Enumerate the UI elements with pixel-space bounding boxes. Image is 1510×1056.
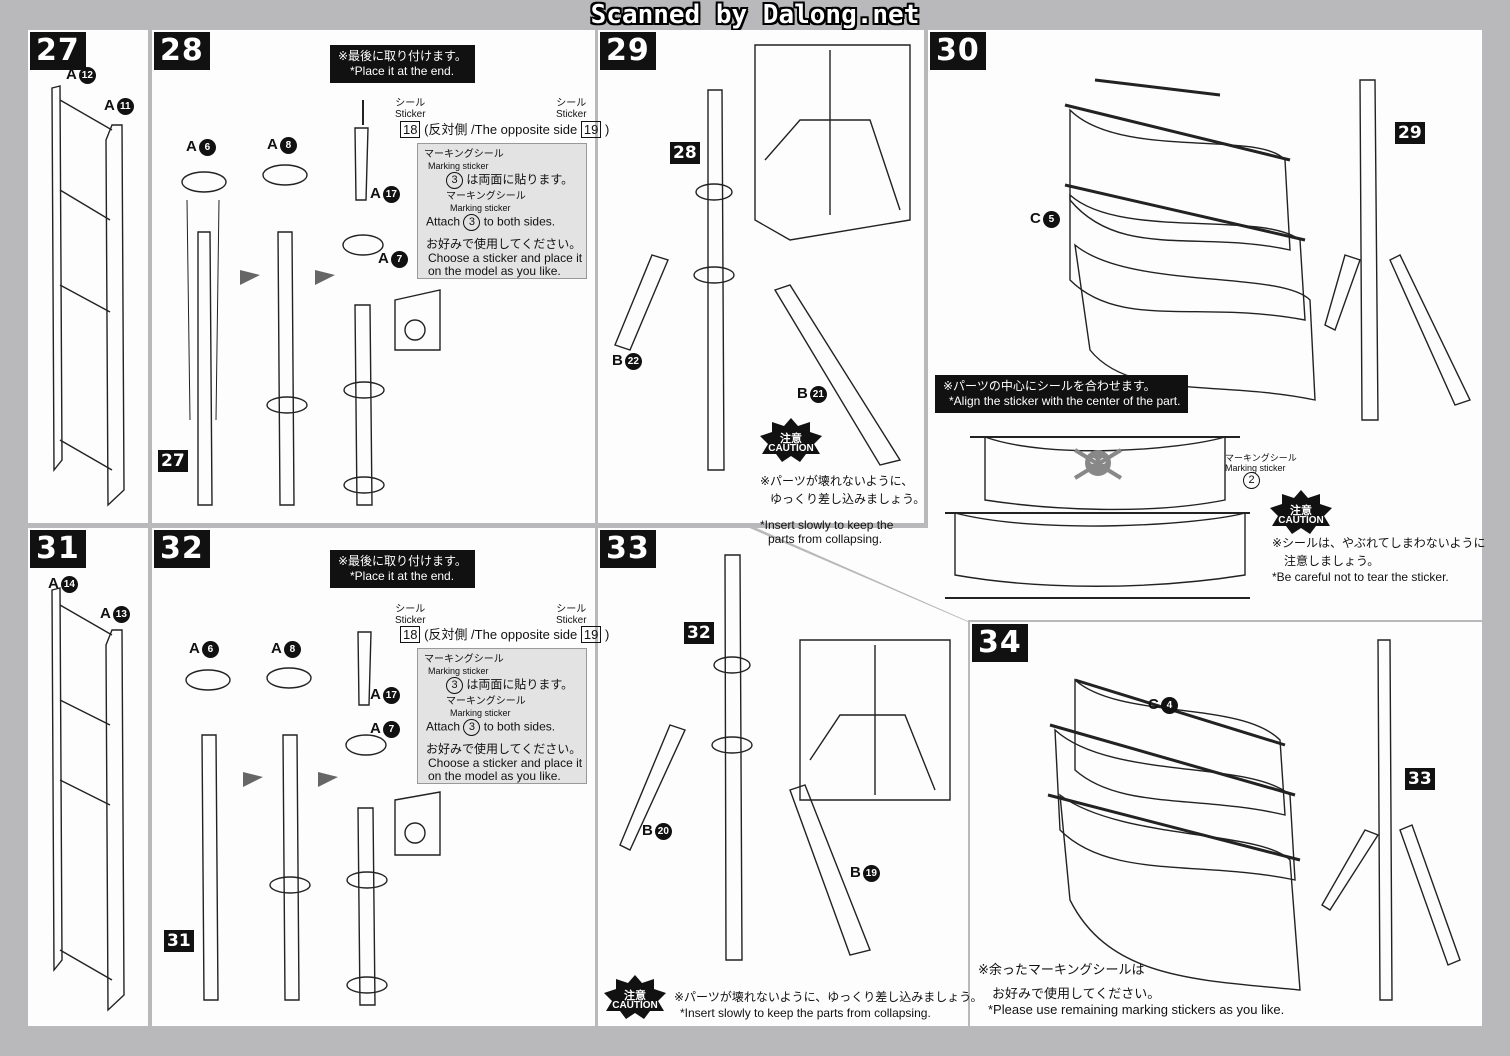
ref-step-27: 27 bbox=[158, 450, 188, 472]
marking-sticker-2-num: 2 bbox=[1243, 472, 1260, 489]
step-29-number: 29 bbox=[600, 32, 656, 70]
panel-33-extension bbox=[750, 528, 925, 618]
step-31-number: 31 bbox=[30, 530, 86, 568]
panel-30 bbox=[928, 30, 1482, 620]
panel-34 bbox=[970, 622, 1482, 1026]
ref-step-32: 32 bbox=[684, 622, 714, 644]
panel-29 bbox=[598, 30, 924, 523]
sticker-opposite-28: 18 (反対側 /The opposite side 19 ) bbox=[400, 121, 609, 138]
caution-badge-29: 注意 CAUTION bbox=[760, 418, 822, 462]
ref-step-28: 28 bbox=[670, 142, 700, 164]
ref-step-31: 31 bbox=[164, 930, 194, 952]
skull-icon bbox=[1073, 448, 1123, 480]
marking-sticker-2-label: マーキングシール Marking sticker bbox=[1225, 453, 1297, 473]
caution-badge-30: 注意 CAUTION bbox=[1270, 490, 1332, 534]
place-end-note-28: ※最後に取り付けます。 *Place it at the end. bbox=[330, 45, 475, 83]
tear-warning-30: ※シールは、やぶれてしまわないように 注意しましょう。 *Be careful … bbox=[1272, 536, 1486, 584]
step-32-number: 32 bbox=[154, 530, 210, 568]
step-28-number: 28 bbox=[154, 32, 210, 70]
ref-step-33: 33 bbox=[1405, 768, 1435, 790]
step-27-number: 27 bbox=[30, 32, 86, 70]
caution-text-29: ※パーツが壊れないように、 ゆっくり差し込みましょう。 *Insert slow… bbox=[760, 474, 926, 546]
caution-text-33: ※パーツが壊れないように、ゆっくり差し込みましょう。 *Insert slowl… bbox=[674, 990, 983, 1020]
marking-sticker-box-28: マーキングシール Marking sticker 3 は両面に貼ります。 マーキ… bbox=[417, 143, 587, 279]
place-end-note-32: ※最後に取り付けます。 *Place it at the end. bbox=[330, 550, 475, 588]
watermark: Scanned by Dalong.net bbox=[590, 0, 920, 30]
ref-step-29: 29 bbox=[1395, 122, 1425, 144]
caution-badge-33: 注意 CAUTION bbox=[604, 975, 666, 1019]
sticker-opposite-32: 18 (反対側 /The opposite side 19 ) bbox=[400, 626, 609, 643]
marking-sticker-box-32: マーキングシール Marking sticker 3 は両面に貼ります。 マーキ… bbox=[417, 648, 587, 784]
step-30-number: 30 bbox=[930, 32, 986, 70]
step-33-number: 33 bbox=[600, 530, 656, 568]
step-34-number: 34 bbox=[972, 624, 1028, 662]
align-sticker-note: ※パーツの中心にシールを合わせます。 *Align the sticker wi… bbox=[935, 375, 1189, 413]
remaining-stickers-note: ※余ったマーキングシールは お好みで使用してください。 *Please use … bbox=[978, 962, 1285, 1017]
